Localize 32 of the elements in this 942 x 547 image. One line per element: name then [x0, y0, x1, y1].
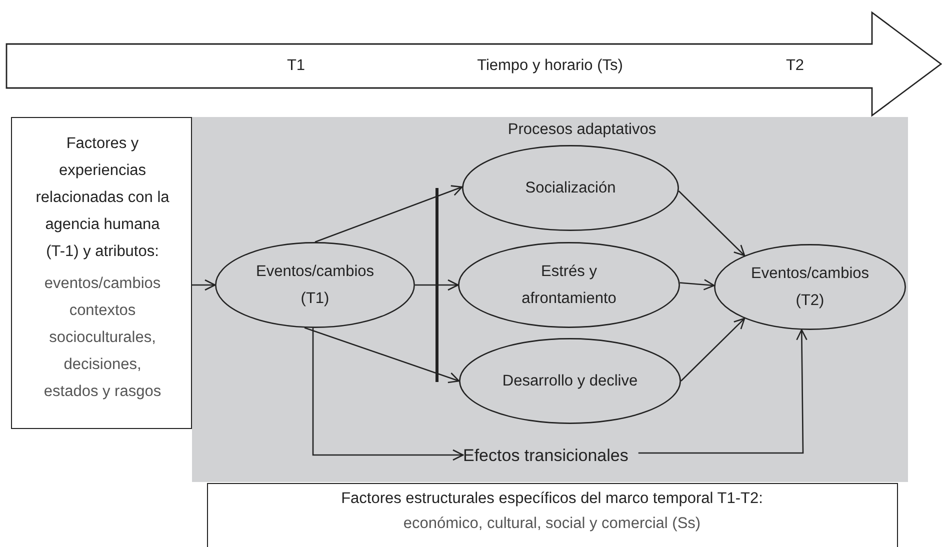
- factor-box: [11, 117, 192, 429]
- process-ellipse: [215, 242, 415, 328]
- timeline-arrow: [6, 12, 942, 116]
- structural-box: [207, 483, 898, 547]
- box-body: eventos/cambios contextos socioculturales, decisiones, estados y rasgos: [42, 274, 162, 402]
- box-heading: Factores y experiencias relacionadas con la agencia humana (T-1) y atributos:: [34, 134, 170, 262]
- time-axis-label: Tiempo y horario (Ts): [476, 56, 624, 76]
- process-ellipse: [714, 244, 906, 330]
- process-panel: [192, 117, 908, 482]
- arrow: [415, 279, 459, 291]
- arrow: [312, 328, 464, 461]
- ellipse-label: Eventos/cambios (T1): [254, 262, 376, 309]
- time-point-label: T1: [286, 56, 306, 76]
- arrow: [680, 279, 715, 290]
- ellipse-label: Socialización: [524, 178, 617, 198]
- arrow: [304, 327, 460, 384]
- process-ellipse: [459, 338, 681, 424]
- flow-label: Efectos transicionales: [463, 445, 628, 466]
- arrow: [680, 318, 746, 382]
- arrow: [192, 279, 216, 291]
- arrow: [678, 190, 746, 256]
- ellipse-label: Estrés y afrontamiento: [520, 262, 618, 309]
- arrow: [314, 185, 463, 243]
- arrow: [638, 329, 808, 454]
- box-body: económico, cultural, social y comercial (Ss): [402, 514, 702, 534]
- process-ellipse: [462, 145, 679, 231]
- panel-heading: Procesos adaptativos: [506, 120, 658, 140]
- process-ellipse: [458, 242, 680, 328]
- ellipse-label: Desarrollo y declive: [501, 372, 639, 392]
- time-point-label: T2: [784, 56, 806, 76]
- ellipse-label: Eventos/cambios (T2): [750, 264, 870, 311]
- box-heading: Factores estructurales específicos del marco temporal T1-T2:: [340, 489, 764, 508]
